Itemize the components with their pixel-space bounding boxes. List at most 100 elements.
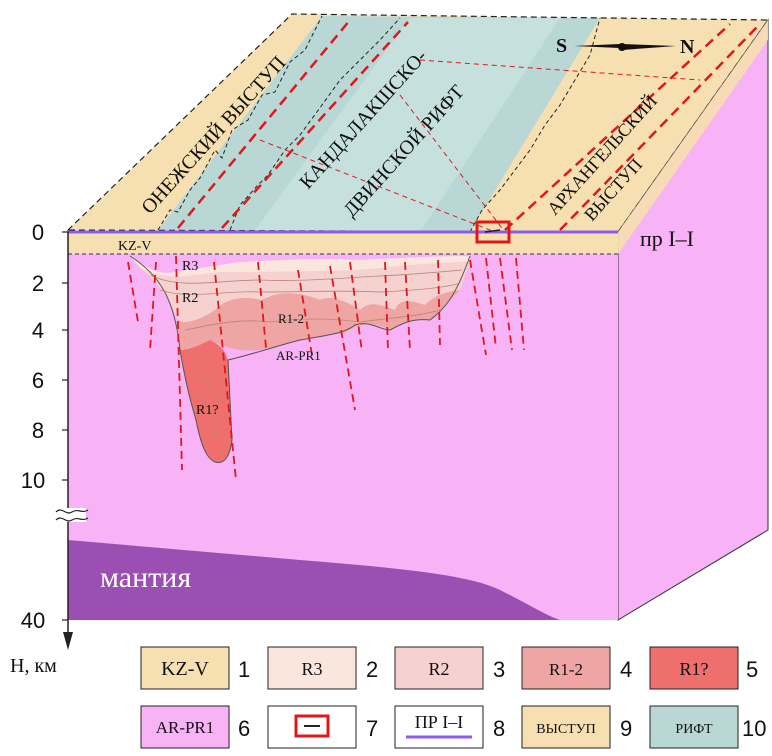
axis-break [55,508,89,522]
projection-line-1 [259,139,496,233]
legend-swatch-vystup [521,705,611,749]
axis-break-mark [55,509,89,514]
depth-tick-label: 10 [21,468,45,493]
legend-label: R1? [680,659,709,679]
legend-label: РИФТ [675,722,713,737]
r12-layer [178,290,460,351]
legend-num: 5 [746,657,758,682]
legend-swatch-kzv [140,646,230,690]
compass-center [618,43,626,51]
rift-inner [255,18,560,232]
bedding-line [184,309,441,331]
fault-top-2 [221,21,409,229]
axis-break-mark [55,517,89,522]
projection-line-3 [419,59,701,81]
fault-line [384,261,389,351]
study-area-box [475,220,511,244]
fault-top-1 [177,19,351,229]
boundary-line-2 [229,17,401,231]
bedding-lines [149,269,463,441]
bedding-line [149,269,463,284]
legend-num: 10 [742,716,766,741]
fault-line [329,265,356,411]
r2-section-label: R2 [182,291,198,306]
compass-south: S [556,35,567,57]
legend-swatch-profile [394,705,484,749]
fault-top-3 [504,23,731,231]
legend-num: 8 [493,716,505,741]
depth-tick-label: 8 [32,418,44,443]
depth-tick-label: 0 [32,220,44,245]
fault-line [297,269,313,356]
bedding-line [159,283,459,295]
profile-label: пр I–I [640,226,694,251]
r1q-layer [180,340,232,463]
legend-label: R2 [428,659,449,679]
legend-label: KZ-V [161,658,209,680]
top-surface [66,13,770,233]
fault-line [127,261,139,323]
legend-num: 9 [620,716,632,741]
legend-num: 2 [366,657,378,682]
r3-section-label: R3 [182,259,198,274]
r2-layer [140,262,470,322]
legend-swatch-arpr [140,705,230,749]
r12-section-label: R1-2 [278,311,304,326]
section-faults [127,255,525,481]
legend-num: 3 [493,657,505,682]
compass: S N [556,35,695,58]
legend-label: R1-2 [549,660,583,679]
compass-arrow-north [622,44,676,50]
compass-north: N [680,36,695,58]
fault-line [499,257,513,351]
legend-num: 4 [620,657,632,682]
legend-swatch-r12 [521,646,611,690]
arpr-section-label: AR-PR1 [276,348,321,363]
depth-tick-label: 40 [21,608,45,633]
legend-swatch-r1q [649,646,739,690]
fault-line [257,261,267,349]
right-face-top-strip [618,20,768,254]
depth-tick-label: 6 [32,368,44,393]
fault-line [175,255,183,471]
legend-num: 7 [366,716,378,741]
depth-axis-arrow [63,632,73,650]
kzv-section-label: KZ-V [118,239,151,254]
study-area-mark [484,229,501,233]
compass-arrow-south [574,44,620,48]
boundary-line-1 [157,15,323,231]
mantle-label: мантия [100,561,191,594]
fault-line [349,261,363,353]
r1q-section-label: R1? [196,403,219,418]
basin-outline [129,255,471,464]
kzv-layer [68,232,618,254]
bedding-line [199,394,219,441]
fault-line [213,261,237,481]
bedding-line [194,371,221,411]
legend-label: R3 [301,659,322,679]
depth-axis: 0 2 4 6 8 10 40 H, км [10,220,89,677]
fault-line [515,257,525,351]
fault-line [485,257,497,349]
legend-swatch-rift [649,705,739,749]
mantle-layer [68,540,560,620]
depth-tick-label: 2 [32,271,44,296]
depth-axis-unit: H, км [10,655,57,677]
depth-tick-label: 4 [32,318,44,343]
legend-box-symbol [294,714,330,738]
legend-num: 6 [238,716,250,741]
legend: KZ-V 1 R3 2 R2 3 R1-2 4 R1? 5 AR-PR1 6 7… [140,646,766,749]
projection-line-2 [399,94,506,233]
depth-ticks [62,231,68,621]
fault-line [149,261,157,351]
legend-num: 1 [238,657,250,682]
legend-swatch-r3 [267,646,357,690]
legend-swatch-r2 [394,646,484,690]
legend-label: ПР I–I [415,712,464,732]
r3-layer [130,256,470,277]
archangelsk-zone [470,18,768,232]
boundary-line-3 [469,17,601,233]
legend-label: AR-PR1 [156,718,215,737]
fault-line [469,259,487,356]
